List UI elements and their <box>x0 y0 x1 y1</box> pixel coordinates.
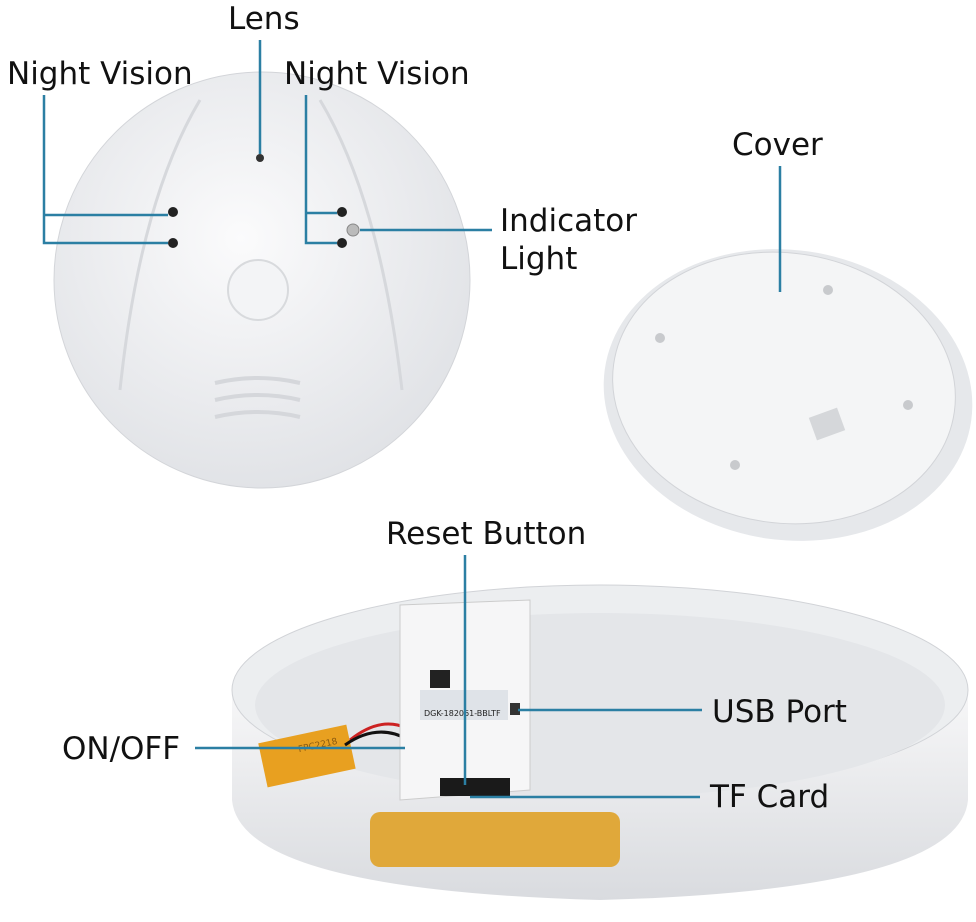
label-night-vision-left: Night Vision <box>7 56 193 92</box>
battery-flex: FPC2218 <box>258 724 356 788</box>
cover-plate <box>603 249 973 541</box>
label-on-off: ON/OFF <box>62 731 181 767</box>
label-indicator-line2: Light <box>500 241 578 277</box>
label-reset-button: Reset Button <box>386 516 587 552</box>
label-tf-card: TF Card <box>710 779 830 815</box>
sticker-code: DGK-182061-BBLTF <box>424 709 501 718</box>
label-indicator-line1: Indicator <box>500 203 637 239</box>
label-night-vision-right: Night Vision <box>284 56 470 92</box>
label-usb-port: USB Port <box>712 694 847 730</box>
label-lens: Lens <box>228 1 300 37</box>
label-cover: Cover <box>732 127 823 163</box>
detector-base-open: FPC2218 DGK-182061-BBLTF <box>231 584 969 900</box>
callout-lines <box>42 40 782 799</box>
detector-front <box>53 71 471 489</box>
